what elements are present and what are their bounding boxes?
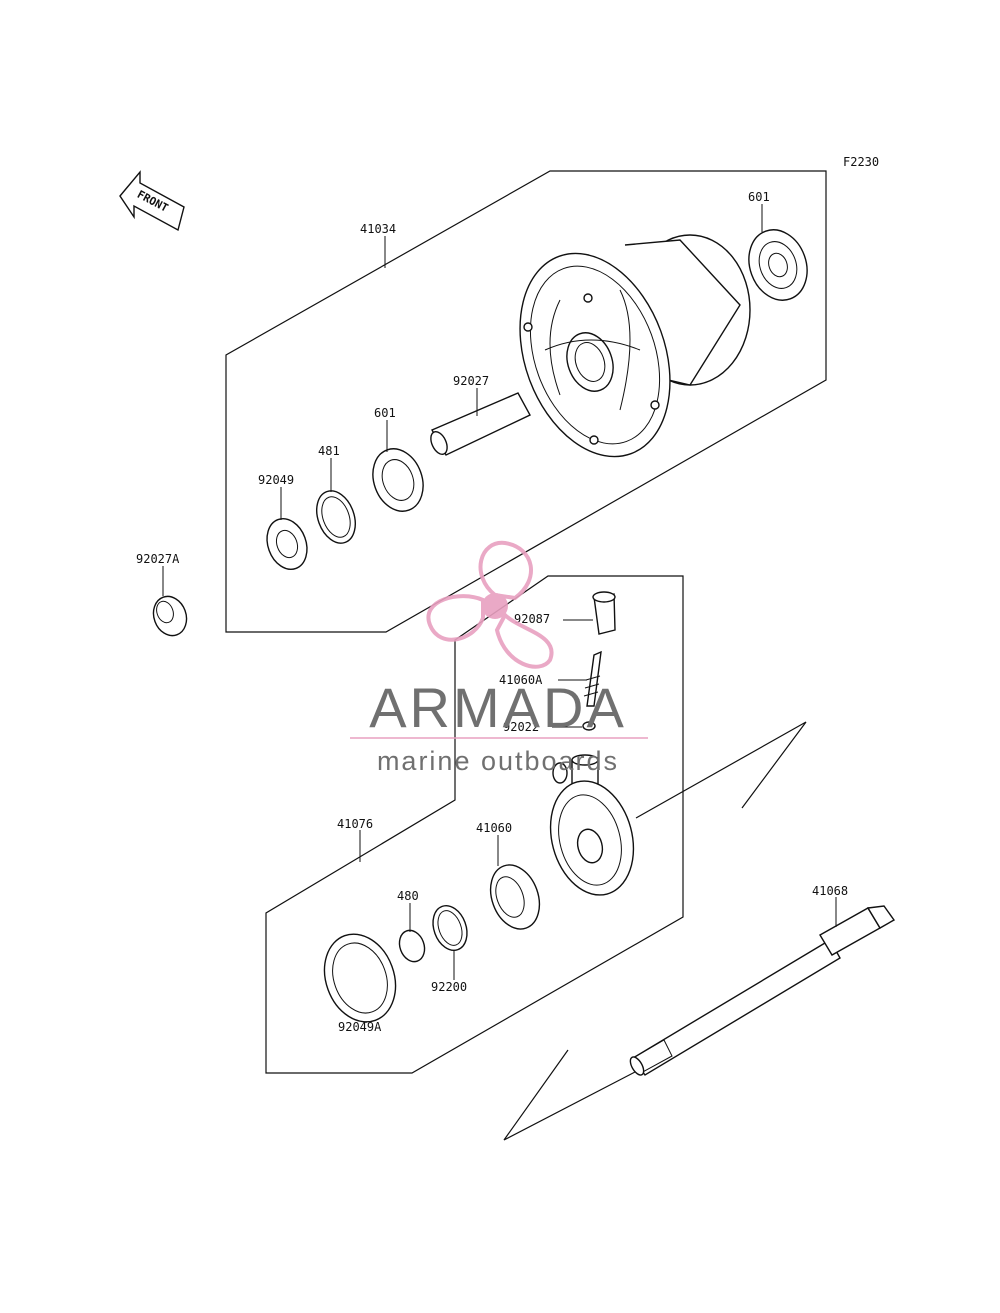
callout-41068: 41068 (812, 884, 848, 898)
callout-92027: 92027 (453, 374, 489, 388)
front-arrow-icon: FRONT (119, 170, 185, 232)
gear-housing (549, 754, 635, 896)
propeller-logo-icon (426, 540, 554, 669)
callout-41060a: 41060A (499, 673, 543, 687)
circlip-480 (398, 929, 426, 963)
washer-92200 (432, 905, 468, 951)
hub-assembly-box (225, 170, 827, 633)
bearing-601 (372, 448, 424, 512)
watermark-title: ARMADA (369, 676, 627, 739)
seal-92049a (323, 933, 397, 1023)
callout-92027a: 92027A (136, 552, 180, 566)
gear-assembly-box (265, 575, 684, 1074)
callout-480: 480 (397, 889, 419, 903)
watermark-subtitle: marine outboards (377, 746, 619, 776)
wheel-hub (519, 234, 751, 458)
circlip-481 (316, 490, 356, 544)
diagram-code: F2230 (843, 155, 879, 169)
callout-601-top: 601 (748, 190, 770, 204)
axle-41068 (629, 905, 896, 1076)
callout-481: 481 (318, 444, 340, 458)
bushing-92087 (592, 591, 616, 635)
collar-92027 (430, 392, 531, 456)
axis-break-lower (503, 1049, 636, 1141)
callout-92049: 92049 (258, 473, 294, 487)
collar-92027a (152, 595, 188, 637)
callout-92049a: 92049A (338, 1020, 382, 1034)
callout-92200: 92200 (431, 980, 467, 994)
drive-gear-41060 (489, 864, 541, 930)
callout-92022: 92022 (503, 720, 539, 734)
pinion-41060a (583, 650, 602, 707)
leader-lines (162, 204, 837, 1023)
bearing-top (748, 229, 808, 301)
callout-41076: 41076 (337, 817, 373, 831)
callout-601: 601 (374, 406, 396, 420)
seal-92049 (266, 518, 308, 570)
washer-92022 (582, 721, 596, 731)
callout-41060: 41060 (476, 821, 512, 835)
callout-41034: 41034 (360, 222, 396, 236)
axis-break-upper (635, 721, 807, 819)
callout-92087: 92087 (514, 612, 550, 626)
